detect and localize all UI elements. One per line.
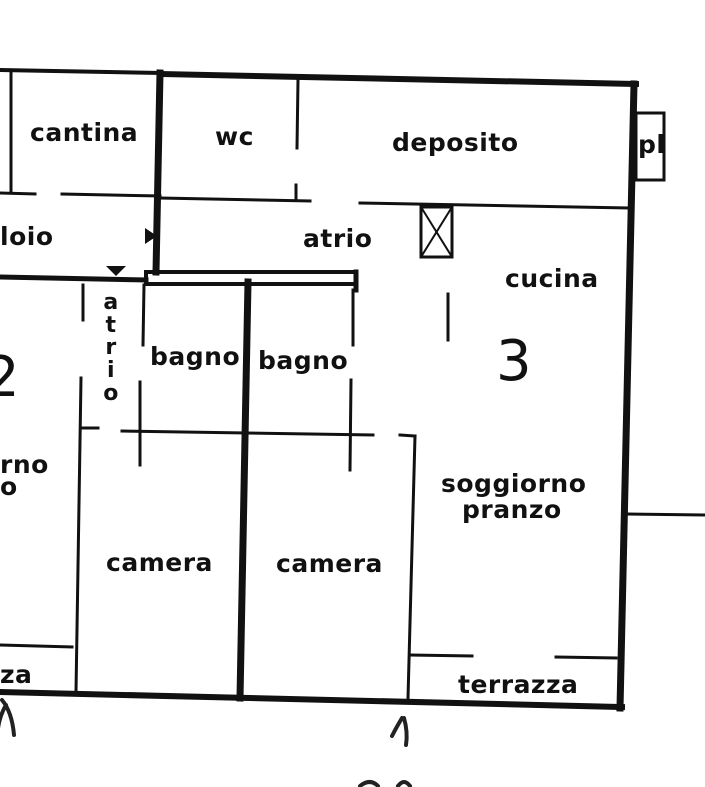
room-label-deposito: deposito (392, 128, 519, 157)
unit-number-left: 2 (0, 345, 21, 410)
room-label-cantina: cantina (30, 118, 139, 147)
room-label-cucina: cucina (505, 264, 599, 293)
room-label-pl: pl (638, 130, 666, 159)
room-label-bagno-1: bagno (150, 342, 241, 371)
unit-number: 3 (496, 329, 533, 394)
room-label-soggiorno: soggiorno (441, 469, 587, 498)
room-label-atrio: atrio (303, 224, 373, 253)
room-label-camera-1: camera (106, 548, 213, 577)
tree-icon (0, 698, 412, 787)
room-label-left-soggiorno-1: rno (0, 450, 49, 479)
room-label-atrio-vertical: atrio (103, 290, 119, 406)
room-label-bagno-2: bagno (258, 346, 349, 375)
room-label-camera-2: camera (276, 549, 383, 578)
room-label-terrazza: terrazza (458, 670, 579, 699)
room-label-left-soggiorno-2: o (0, 472, 18, 501)
room-label-ballatoio: loio (0, 222, 54, 251)
room-label-wc: wc (215, 122, 254, 151)
room-label-pranzo: pranzo (462, 495, 562, 524)
room-label-terrazza-left: za (0, 660, 33, 689)
